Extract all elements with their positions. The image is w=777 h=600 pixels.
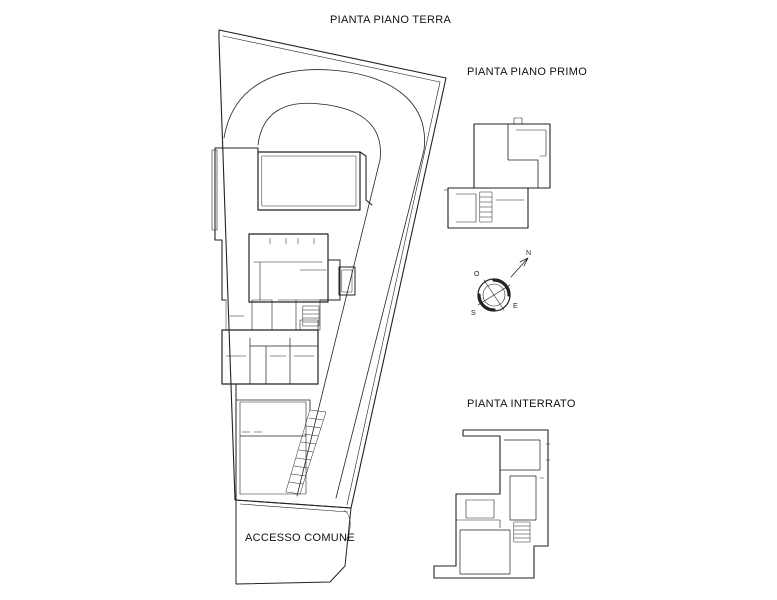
shed (338, 266, 356, 296)
driveway-outer (223, 69, 425, 499)
first-floor-title: PIANTA PIANO PRIMO (467, 66, 588, 78)
driveway-inner (257, 102, 381, 497)
compass-north: N (526, 250, 532, 257)
first-floor-outline (473, 123, 551, 189)
bedrooms-block (221, 329, 319, 385)
living-room (248, 233, 329, 303)
compass-rose (477, 257, 529, 312)
exterior-stair (285, 409, 327, 495)
house-outline (214, 147, 373, 206)
basement-title: PIANTA INTERRATO (467, 398, 576, 410)
compass-south: S (471, 310, 476, 317)
basement-plan (433, 429, 551, 579)
pool (257, 151, 361, 211)
common-access-area (235, 499, 352, 585)
ground-floor-title: PIANTA PIANO TERRA (330, 14, 452, 26)
compass-west: O (474, 271, 480, 278)
compass-east: E (513, 303, 518, 310)
ground-floor-plan (211, 29, 447, 585)
first-floor-plan (443, 117, 551, 229)
common-access-label: ACCESSO COMUNE (245, 532, 355, 544)
basement-outline (433, 429, 549, 579)
